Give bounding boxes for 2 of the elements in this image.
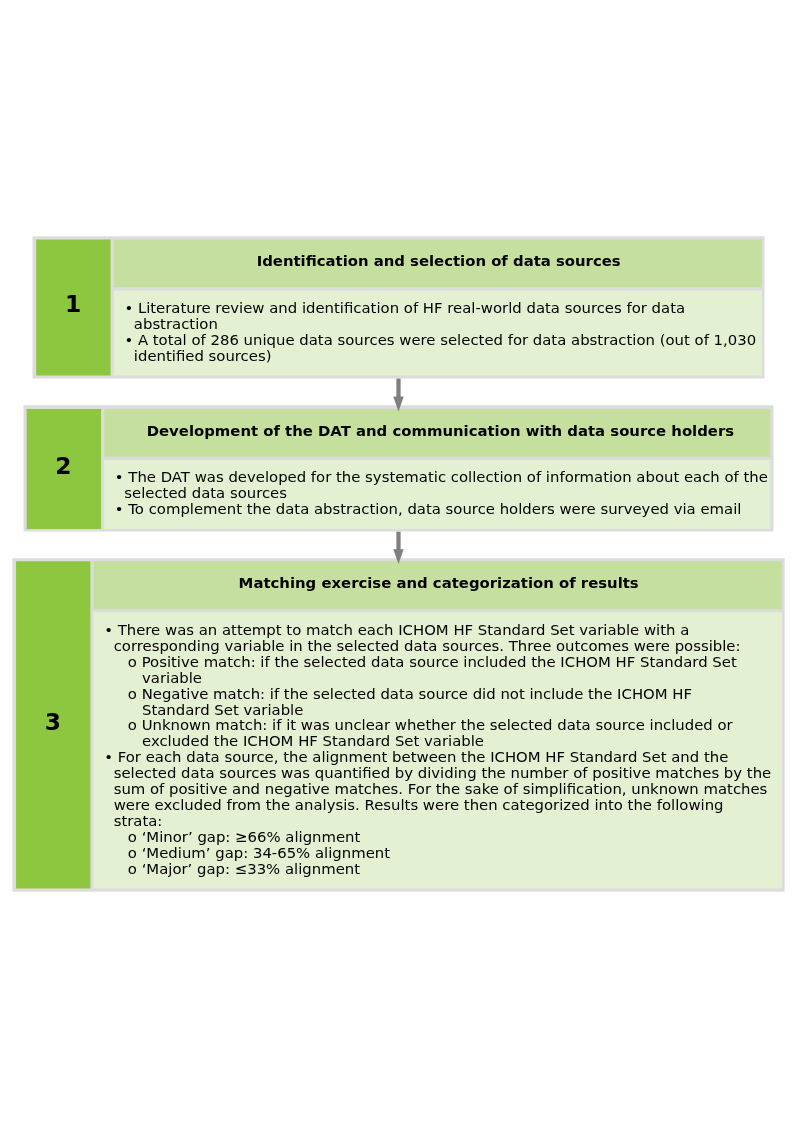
arrow (393, 531, 404, 565)
arrow (393, 378, 404, 412)
